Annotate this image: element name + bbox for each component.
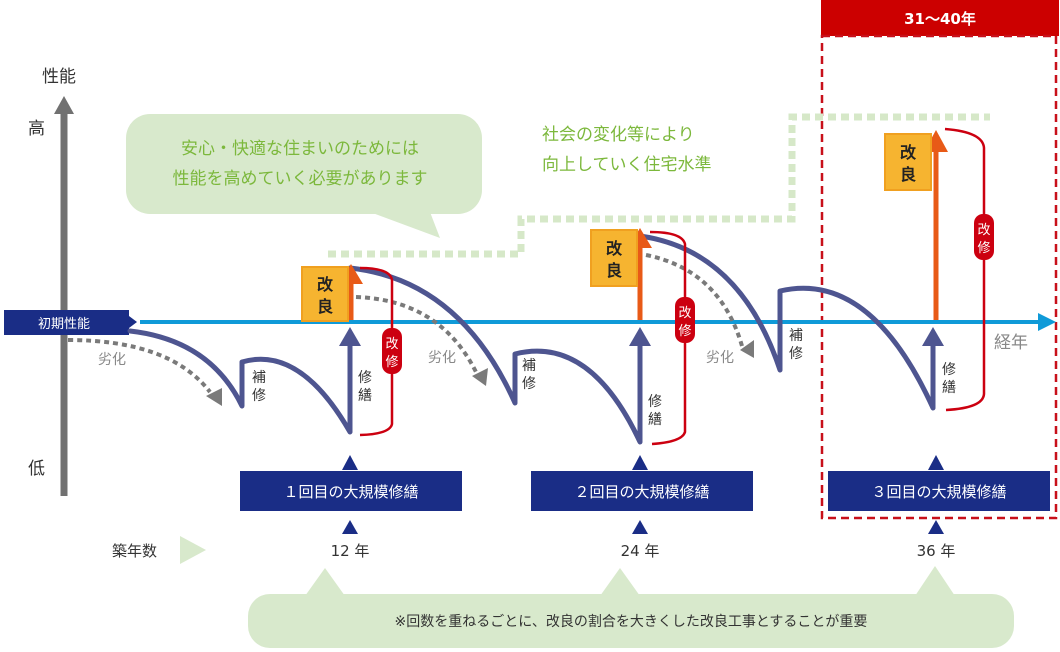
- svg-text:改: 改: [385, 337, 398, 352]
- y-axis-title: 性能: [42, 67, 76, 87]
- patch-repair-label: 修: [789, 346, 803, 362]
- deterioration-arrowhead: [206, 388, 222, 406]
- svg-text:修: 修: [678, 324, 691, 339]
- period-highlight-label: 31〜40年: [904, 10, 976, 28]
- milestone-title: ３回目の大規模修繕: [871, 483, 1006, 501]
- patch-repair-label: 補: [522, 358, 536, 374]
- y-axis-arrowhead: [54, 96, 74, 114]
- patch-repair-label: 修: [252, 388, 266, 404]
- svg-text:改: 改: [977, 223, 990, 238]
- deterioration-label: 劣化: [706, 350, 734, 366]
- repair-arrow: [922, 327, 944, 408]
- svg-text:良: 良: [900, 165, 916, 184]
- deterioration-line: [67, 253, 744, 394]
- milestone-age: 24 年: [621, 542, 660, 560]
- repair-arrow: [629, 327, 651, 442]
- svg-text:良: 良: [317, 297, 333, 316]
- deterioration-arrowhead: [740, 340, 754, 358]
- improvement-box: 改 良: [590, 229, 638, 287]
- bubble-top-line-2: 性能を高めていく必要があります: [173, 169, 428, 189]
- y-axis-high: 高: [28, 119, 45, 139]
- patch-repair-label: 補: [789, 328, 803, 344]
- building-age-label: 築年数: [112, 542, 157, 560]
- period-highlight-frame: [820, 34, 1058, 520]
- repair-label: 繕: [942, 380, 956, 396]
- bubble-top-line-1: 安心・快適な住まいのためには: [181, 139, 419, 159]
- performance-curve: [127, 233, 936, 445]
- period-highlight-header: [821, 0, 1059, 36]
- repair-label: 修: [942, 362, 956, 378]
- repair-label: 修: [648, 394, 662, 410]
- y-axis-low: 低: [28, 459, 45, 479]
- patch-repair-label: 修: [522, 376, 536, 392]
- milestone-1: １回目の大規模修繕 12 年: [240, 455, 462, 560]
- repair-label: 繕: [358, 388, 372, 404]
- society-text-line-2: 向上していく住宅水準: [542, 155, 712, 175]
- initial-performance-box: [4, 310, 129, 335]
- renovation-badge: 改 修: [675, 297, 695, 343]
- milestone-title: １回目の大規模修繕: [283, 483, 418, 501]
- milestone-age: 12 年: [331, 542, 370, 560]
- speech-bubble-top: 安心・快適な住まいのためには 性能を高めていく必要があります: [126, 114, 482, 238]
- renovation-badge: 改 修: [382, 328, 402, 374]
- x-axis-title: 経年: [994, 333, 1028, 353]
- speech-bubble-bottom: ※回数を重ねるごとに、改良の割合を大きくした改良工事とすることが重要: [248, 566, 1014, 648]
- deterioration-label: 劣化: [98, 352, 126, 368]
- renovation-badge: 改 修: [974, 214, 994, 260]
- repair-arrow: [339, 327, 361, 432]
- milestone-title: ２回目の大規模修繕: [574, 483, 709, 501]
- svg-text:改: 改: [678, 306, 691, 321]
- society-text-line-1: 社会の変化等により: [542, 125, 695, 145]
- bottom-note: ※回数を重ねるごとに、改良の割合を大きくした改良工事とすることが重要: [395, 613, 868, 630]
- svg-text:良: 良: [606, 261, 622, 280]
- improvement-box: 改 良: [301, 266, 349, 322]
- svg-text:改: 改: [900, 143, 917, 162]
- housing-standard-line: [328, 113, 990, 258]
- milestone-3: ３回目の大規模修繕 36 年: [828, 455, 1050, 560]
- svg-text:改: 改: [606, 239, 623, 258]
- svg-text:修: 修: [385, 355, 398, 370]
- milestone-age: 36 年: [917, 542, 956, 560]
- improvement-box: 改 良: [884, 133, 932, 191]
- repair-label: 修: [358, 370, 372, 386]
- svg-text:修: 修: [977, 241, 990, 256]
- milestone-2: ２回目の大規模修繕 24 年: [531, 455, 753, 560]
- timeline-arrowhead: [1038, 313, 1056, 331]
- svg-text:改: 改: [317, 275, 334, 294]
- initial-performance-label: 初期性能: [38, 317, 90, 332]
- patch-repair-label: 補: [252, 370, 266, 386]
- building-age-arrow: [180, 536, 206, 564]
- repair-label: 繕: [648, 412, 662, 428]
- deterioration-label: 劣化: [428, 350, 456, 366]
- deterioration-arrowhead: [472, 368, 488, 386]
